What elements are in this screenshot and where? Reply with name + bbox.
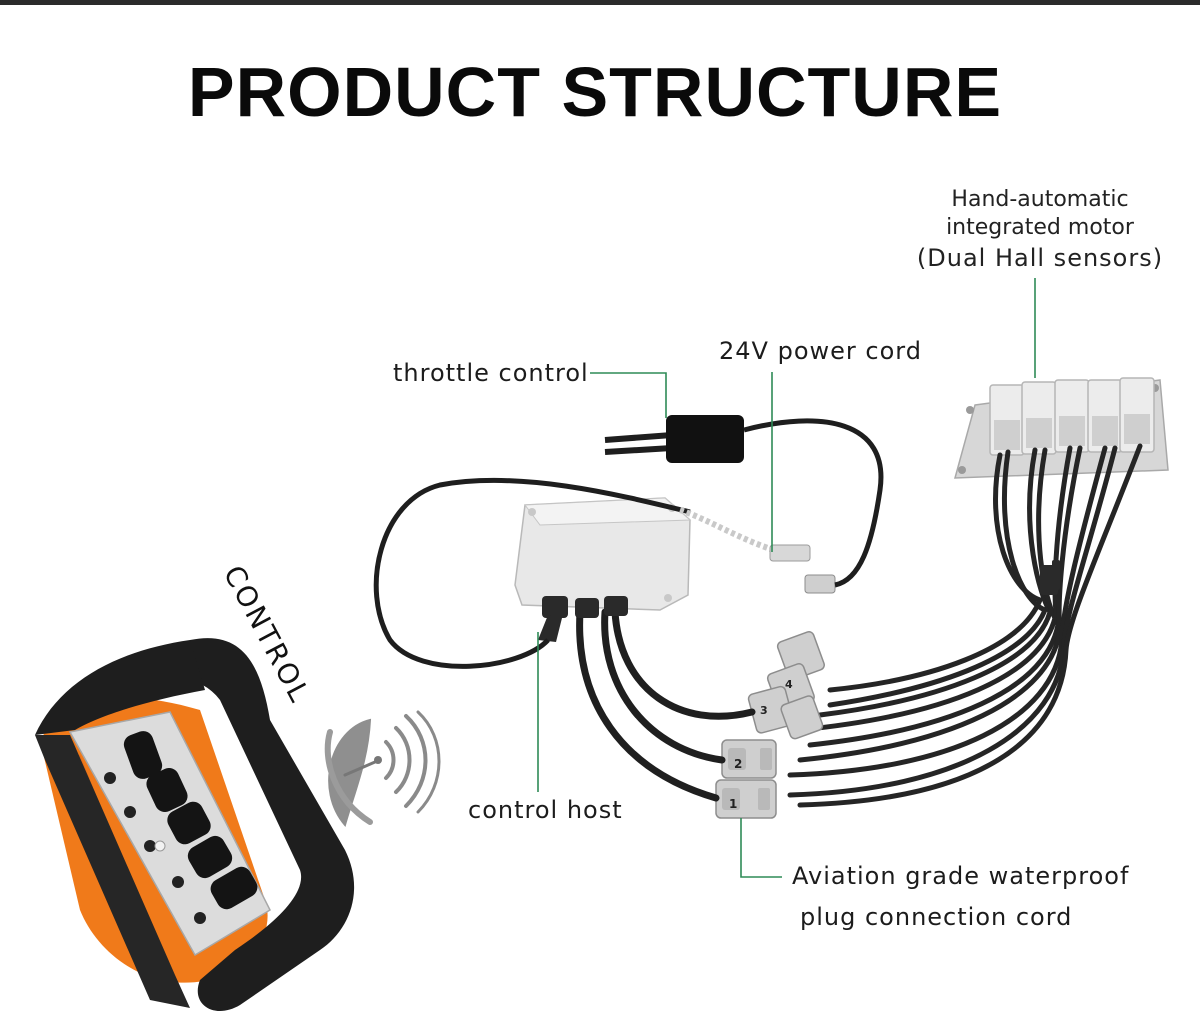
power-plug	[769, 544, 811, 562]
loop-cable	[373, 477, 691, 669]
aviation-label-line2: plug connection cord	[800, 903, 1073, 931]
aviation-label-line1: Aviation grade waterproof	[792, 862, 1130, 890]
control-host-label: control host	[468, 796, 623, 824]
power-cord-label: 24V power cord	[719, 337, 922, 365]
connector-number-1: 1	[729, 797, 737, 811]
throttle-module	[604, 415, 884, 588]
host-output-cables	[576, 608, 756, 802]
motor-label: Hand-automatic integrated motor (Dual Ha…	[905, 186, 1175, 274]
motor-label-line2: integrated motor	[946, 215, 1134, 240]
connector-number-3: 3	[760, 704, 768, 717]
motor-harness	[787, 443, 1143, 808]
motor-label-line1: Hand-automatic	[951, 187, 1129, 212]
page-title: PRODUCT STRUCTURE	[187, 53, 1003, 131]
aviation-connectors: 2 1 3 4	[715, 631, 825, 819]
wireless-signal-icon	[324, 710, 441, 828]
harness-endcaps	[1040, 560, 1060, 595]
motor-label-line3: (Dual Hall sensors)	[916, 244, 1164, 272]
leader-lines	[537, 278, 1036, 878]
connector-number-4: 4	[785, 678, 793, 691]
remote-controller	[35, 638, 355, 1011]
control-host-box	[514, 497, 692, 642]
wire-bundle	[679, 507, 781, 555]
power-plug-2	[804, 574, 836, 594]
throttle-control-label: throttle control	[393, 359, 589, 387]
connector-number-2: 2	[734, 757, 742, 771]
top-border	[0, 0, 1200, 5]
